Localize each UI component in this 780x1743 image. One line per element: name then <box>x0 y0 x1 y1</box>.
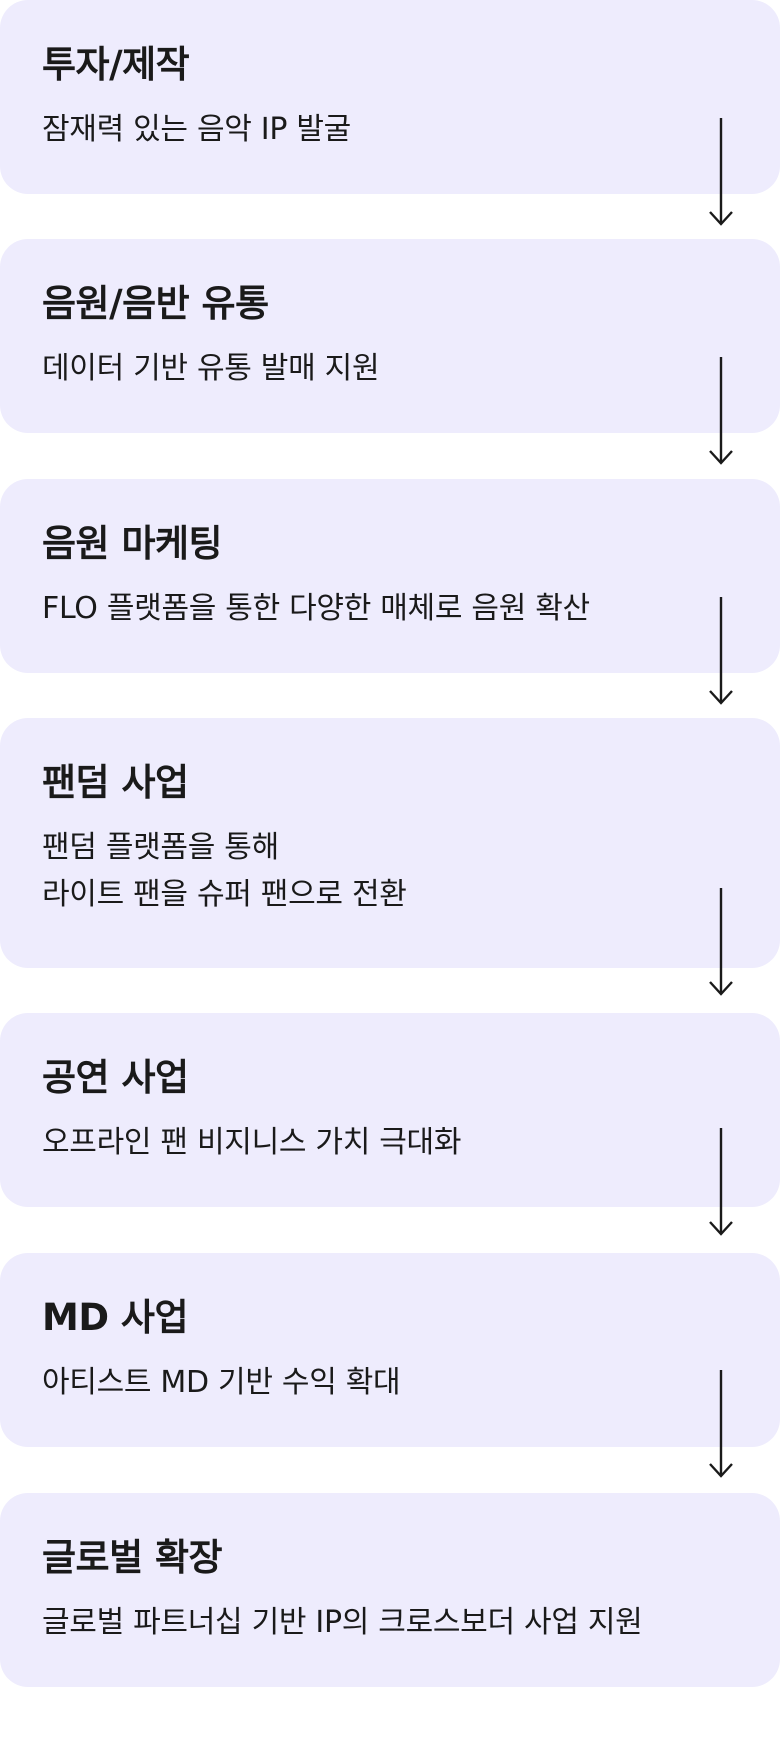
arrow-down-icon <box>708 357 734 467</box>
step-description-line: 글로벌 파트너십 기반 IP의 크로스보더 사업 지원 <box>42 1605 643 1640</box>
arrow-down-icon <box>708 1370 734 1480</box>
step-description: 글로벌 파트너십 기반 IP의 크로스보더 사업 지원 <box>42 1600 643 1647</box>
step-description-line: 아티스트 MD 기반 수익 확대 <box>42 1365 401 1400</box>
step-card-md: MD 사업 아티스트 MD 기반 수익 확대 <box>0 1253 780 1447</box>
step-description-line: 오프라인 팬 비지니스 가치 극대화 <box>42 1125 462 1160</box>
step-card-concert: 공연 사업 오프라인 팬 비지니스 가치 극대화 <box>0 1013 780 1207</box>
step-title: 투자/제작 <box>42 43 190 86</box>
step-title: 팬덤 사업 <box>42 761 189 804</box>
step-card-invest: 투자/제작 잠재력 있는 음악 IP 발굴 <box>0 0 780 194</box>
step-title: 음원/음반 유통 <box>42 282 269 325</box>
step-description-line: 팬덤 플랫폼을 통해 <box>42 830 279 865</box>
step-description-line: 라이트 팬을 슈퍼 팬으로 전환 <box>42 876 407 912</box>
step-description-line: FLO 플랫폼을 통한 다양한 매체로 음원 확산 <box>42 591 590 626</box>
step-title: 음원 마케팅 <box>42 522 223 565</box>
arrow-down-icon <box>708 1128 734 1238</box>
arrow-down-icon <box>708 888 734 998</box>
arrow-down-icon <box>708 118 734 228</box>
step-description: 데이터 기반 유통 발매 지원 <box>42 346 380 393</box>
step-description: 오프라인 팬 비지니스 가치 극대화 <box>42 1120 461 1167</box>
step-title: 글로벌 확장 <box>42 1536 223 1579</box>
arrow-down-icon <box>708 597 734 707</box>
step-title: 공연 사업 <box>42 1056 189 1099</box>
step-description-line: 데이터 기반 유통 발매 지원 <box>42 351 380 386</box>
step-title: MD 사업 <box>42 1296 189 1339</box>
step-description: 팬덤 플랫폼을 통해 라이트 팬을 슈퍼 팬으로 전환 <box>42 825 407 918</box>
step-card-marketing: 음원 마케팅 FLO 플랫폼을 통한 다양한 매체로 음원 확산 <box>0 479 780 673</box>
step-description-line: 잠재력 있는 음악 IP 발굴 <box>42 112 351 147</box>
step-card-global: 글로벌 확장 글로벌 파트너십 기반 IP의 크로스보더 사업 지원 <box>0 1493 780 1687</box>
step-description: 아티스트 MD 기반 수익 확대 <box>42 1360 401 1407</box>
step-card-distribution: 음원/음반 유통 데이터 기반 유통 발매 지원 <box>0 239 780 433</box>
step-description: 잠재력 있는 음악 IP 발굴 <box>42 107 351 154</box>
step-card-fandom: 팬덤 사업 팬덤 플랫폼을 통해 라이트 팬을 슈퍼 팬으로 전환 <box>0 718 780 968</box>
step-description: FLO 플랫폼을 통한 다양한 매체로 음원 확산 <box>42 586 590 633</box>
